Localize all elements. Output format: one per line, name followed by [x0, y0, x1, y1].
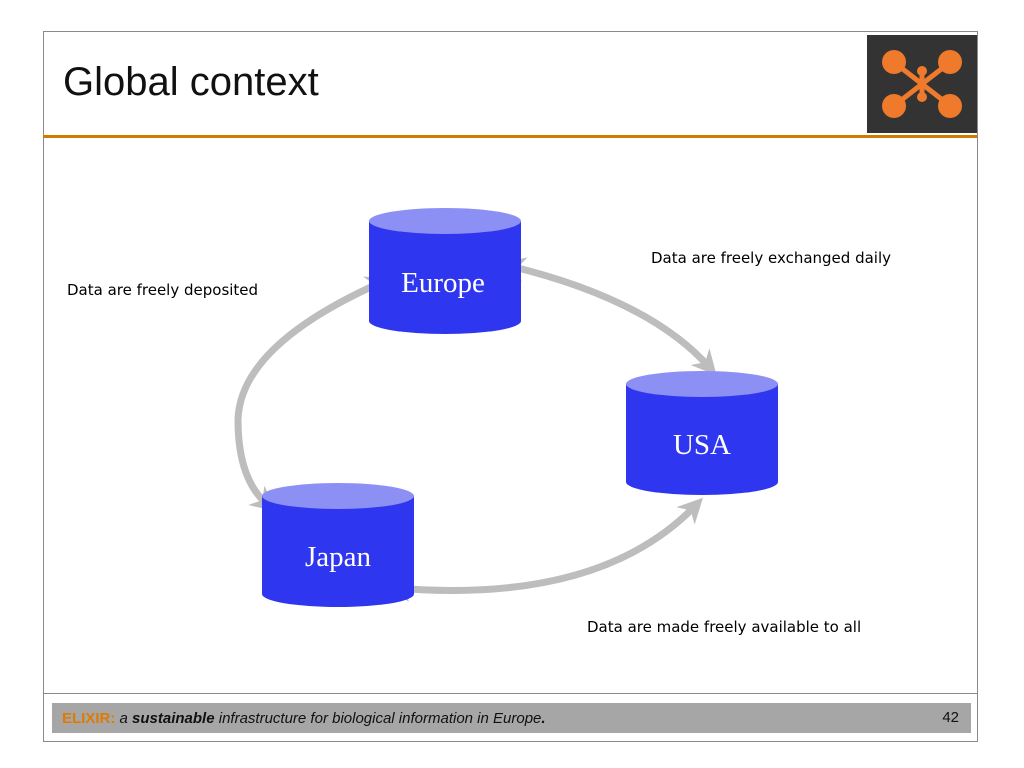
footer-prefix: a — [115, 710, 133, 727]
note-available: Data are made freely available to all — [587, 618, 862, 636]
slide-title: Global context — [63, 60, 319, 104]
footer-emphasis: sustainable — [132, 710, 215, 727]
japan-database — [262, 483, 414, 607]
elixir-logo — [867, 35, 977, 133]
footer-end: . — [541, 710, 546, 727]
footer-bar: ELIXIR: a sustainable infrastructure for… — [52, 703, 971, 733]
footer-suffix: infrastructure for biological informatio… — [214, 710, 542, 727]
europe-label: Europe — [401, 267, 485, 299]
title-underline — [43, 135, 977, 138]
usa-database — [626, 371, 778, 495]
note-exchanged: Data are freely exchanged daily — [651, 249, 891, 267]
note-deposited: Data are freely deposited — [67, 281, 259, 299]
europe-database — [369, 208, 521, 334]
footer-tagline: ELIXIR: a sustainable infrastructure for… — [62, 710, 546, 727]
arrow-europe-usa — [500, 257, 717, 376]
arrow-japan-europe — [234, 276, 392, 512]
japan-label: Japan — [305, 541, 372, 573]
footer-divider — [43, 693, 977, 694]
usa-label: USA — [673, 429, 731, 461]
page-number: 42 — [942, 709, 959, 726]
footer-brand: ELIXIR: — [62, 710, 116, 727]
arrow-usa-japan — [384, 497, 703, 602]
slide-frame — [43, 31, 978, 742]
